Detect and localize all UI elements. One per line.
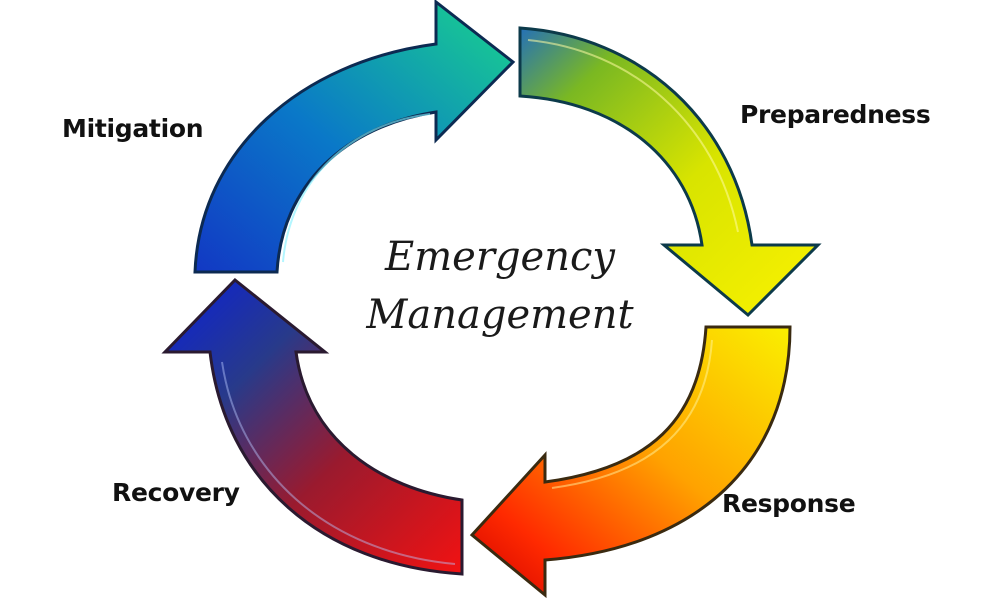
preparedness-arrow	[518, 26, 822, 318]
stage-label-recovery: Recovery	[112, 478, 240, 507]
title-line-1: Emergency	[385, 234, 615, 280]
stage-label-mitigation: Mitigation	[62, 114, 204, 143]
response-arrow	[469, 325, 792, 599]
recovery-arrow	[161, 277, 464, 576]
mitigation-arrow	[193, 0, 516, 274]
diagram-title: Emergency Management	[330, 228, 670, 344]
stage-label-preparedness: Preparedness	[740, 100, 931, 129]
stage-label-response: Response	[722, 489, 856, 518]
title-line-2: Management	[366, 292, 634, 338]
